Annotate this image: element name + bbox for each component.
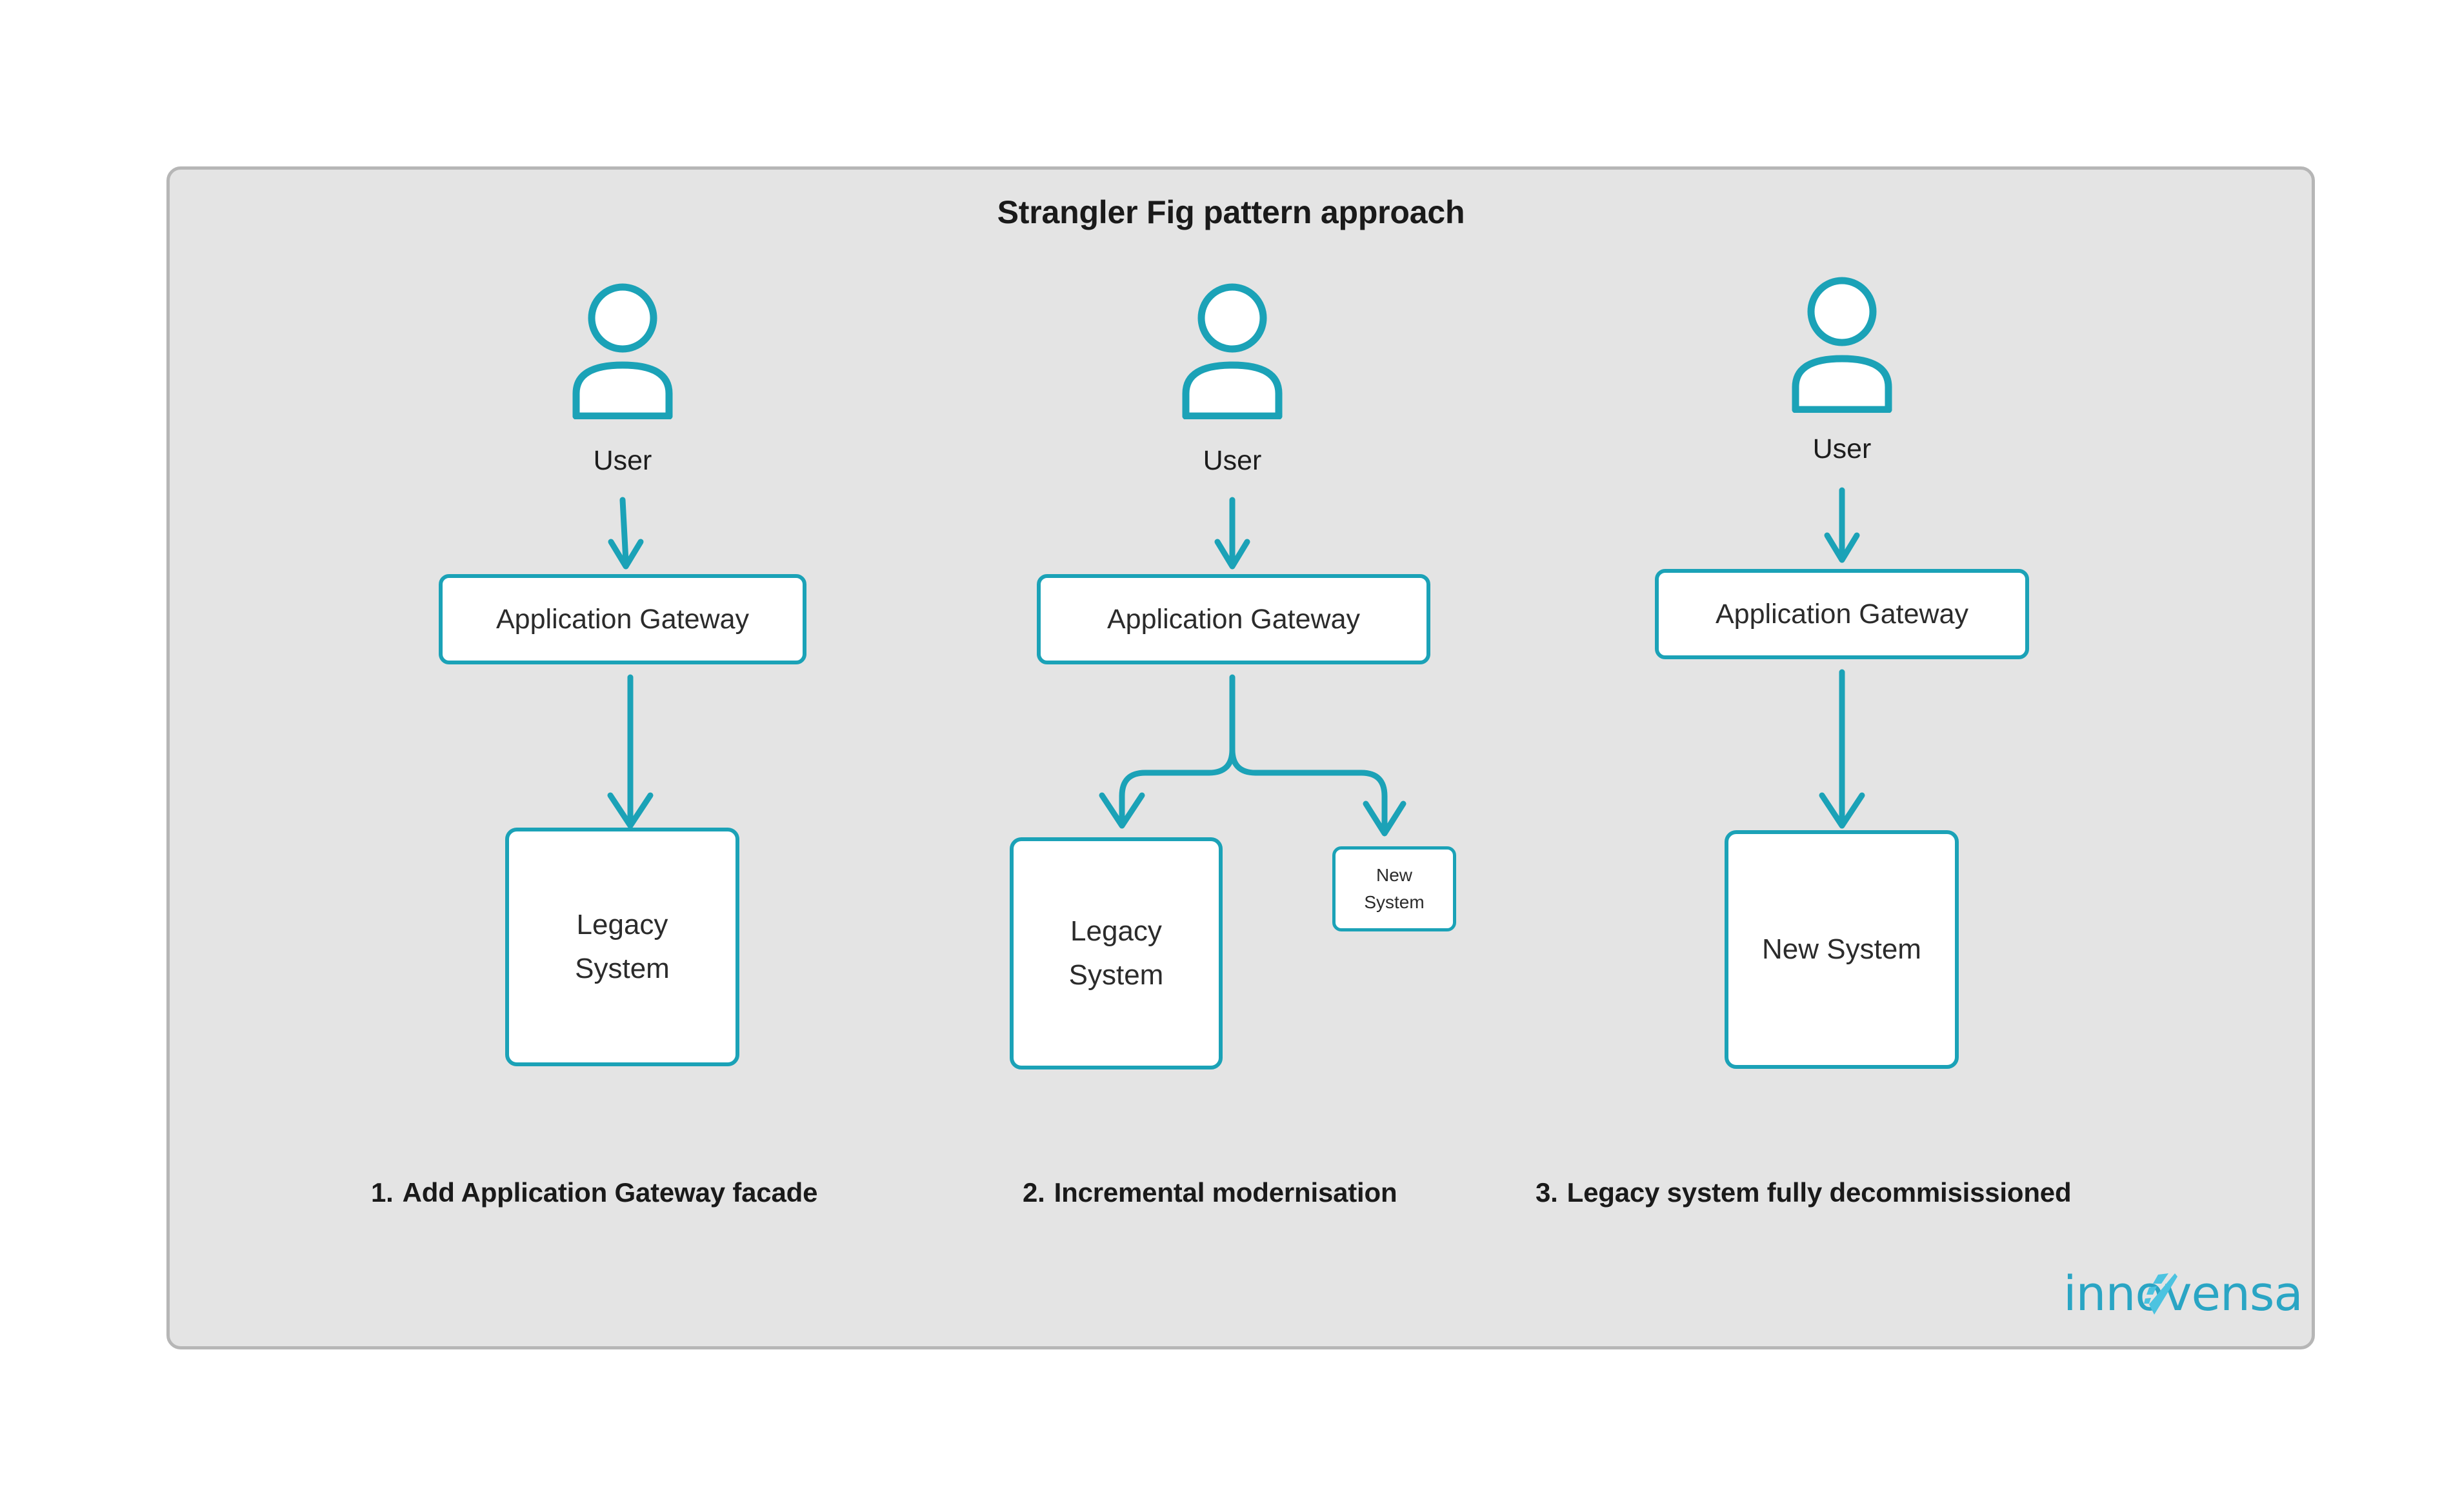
caption-text: Add Application Gateway facade (402, 1177, 818, 1208)
caption-number: 3. (1536, 1177, 1558, 1208)
innovensa-logo: innovensa (2063, 1266, 2303, 1322)
caption-step-3: 3. Legacy system fully decommisissioned (1536, 1177, 2072, 1208)
caption-step-1: 1. Add Application Gateway facade (371, 1177, 817, 1208)
caption-number: 2. (1023, 1177, 1045, 1208)
application-gateway-label: Application Gateway (1107, 603, 1360, 635)
application-gateway-label: Application Gateway (1716, 598, 1968, 630)
page-title: Strangler Fig pattern approach (997, 194, 1465, 230)
caption-text: Legacy system fully decommisissioned (1566, 1177, 2072, 1208)
user-icon (1771, 274, 1913, 413)
check-swoosh-icon (2144, 1273, 2177, 1315)
user-label: User (593, 445, 652, 476)
application-gateway-box[interactable]: Application Gateway (1037, 574, 1430, 664)
logo-wordmark: innovensa (2063, 1266, 2303, 1322)
user-label: User (1812, 433, 1872, 464)
legacy-system-box[interactable]: Legacy System (1010, 837, 1223, 1069)
legacy-system-box[interactable]: Legacy System (505, 828, 739, 1066)
user-icon (1161, 281, 1303, 419)
caption-text: Incremental modernisation (1054, 1177, 1397, 1208)
application-gateway-box[interactable]: Application Gateway (1655, 569, 2029, 659)
application-gateway-box[interactable]: Application Gateway (439, 574, 806, 664)
user-label: User (1203, 445, 1262, 476)
application-gateway-label: Application Gateway (496, 603, 749, 635)
legacy-system-label: Legacy System (575, 908, 670, 984)
user-icon (552, 281, 694, 419)
new-system-box[interactable]: New System (1725, 830, 1959, 1069)
new-system-label: New System (1762, 933, 1921, 965)
caption-step-2: 2. Incremental modernisation (1023, 1177, 1397, 1208)
legacy-system-label: Legacy System (1068, 915, 1164, 991)
new-system-label: New System (1364, 865, 1425, 912)
caption-number: 1. (371, 1177, 394, 1208)
new-system-box[interactable]: New System (1332, 846, 1456, 931)
